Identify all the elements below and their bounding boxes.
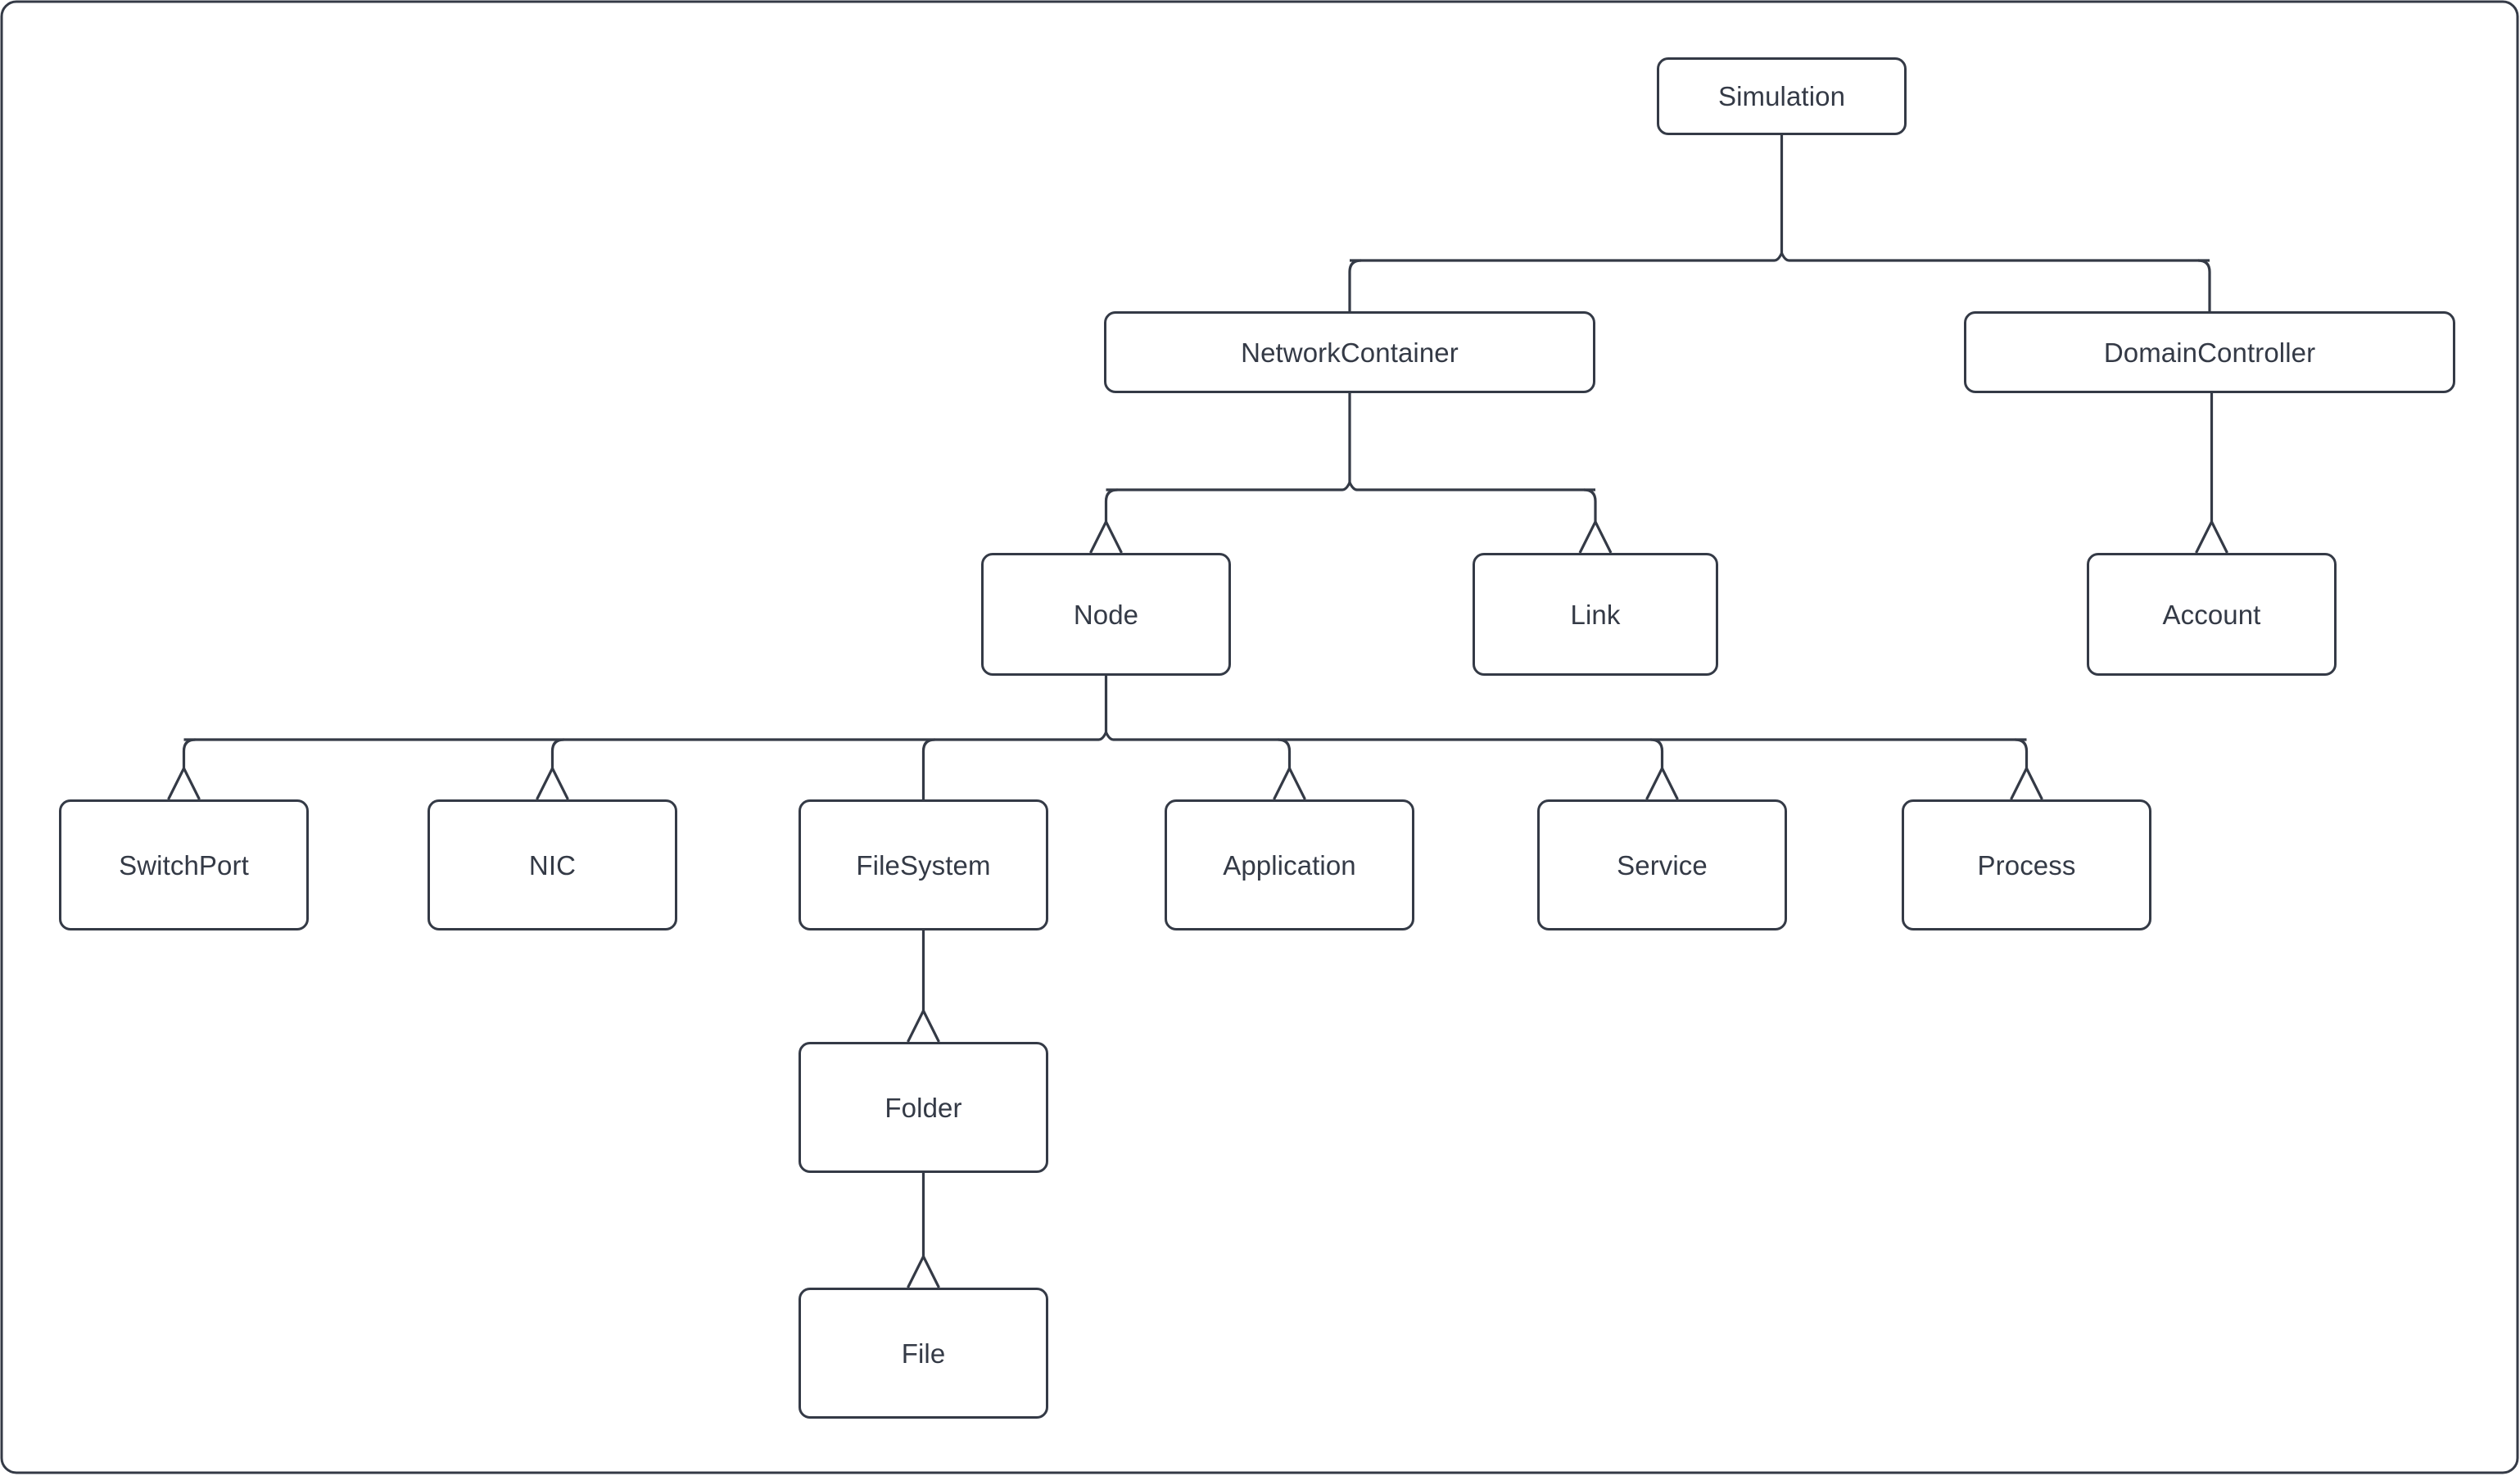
arrowhead-node xyxy=(1089,518,1123,554)
class-box-process[interactable]: Process xyxy=(1902,799,2151,930)
class-box-label: DomainController xyxy=(2103,337,2316,368)
arrowhead-service xyxy=(1645,765,1679,800)
class-box-filesystem[interactable]: FileSystem xyxy=(799,799,1048,930)
arrowhead-switchport xyxy=(167,765,201,800)
class-box-networkcontainer[interactable]: NetworkContainer xyxy=(1104,311,1595,393)
edge-node-filesystem xyxy=(921,738,935,799)
arrowhead-application xyxy=(1273,765,1306,800)
class-box-label: Node xyxy=(1073,599,1139,630)
edge-bus-simulation xyxy=(1350,251,2210,262)
class-box-nic[interactable]: NIC xyxy=(428,799,677,930)
class-box-label: File xyxy=(901,1338,946,1369)
edge-bus-networkcontainer xyxy=(1106,481,1595,491)
arrowhead-file xyxy=(907,1253,940,1288)
arrowhead-process xyxy=(2010,765,2043,800)
class-box-label: Link xyxy=(1570,599,1621,630)
class-box-file[interactable]: File xyxy=(799,1288,1048,1419)
class-box-simulation[interactable]: Simulation xyxy=(1657,57,1907,135)
edge-node-process xyxy=(2015,738,2029,768)
class-box-node[interactable]: Node xyxy=(981,553,1231,676)
class-box-label: FileSystem xyxy=(856,849,991,881)
class-box-label: Folder xyxy=(884,1092,962,1123)
class-box-account[interactable]: Account xyxy=(2087,553,2337,676)
class-box-label: Simulation xyxy=(1717,81,1846,111)
class-box-application[interactable]: Application xyxy=(1165,799,1414,930)
edge-simulation-networkcontainer xyxy=(1348,259,1362,311)
arrowhead-folder xyxy=(907,1007,940,1043)
edge-node-nic xyxy=(550,738,564,768)
class-box-label: NIC xyxy=(528,849,577,881)
class-box-service[interactable]: Service xyxy=(1537,799,1787,930)
class-box-link[interactable]: Link xyxy=(1473,553,1718,676)
class-box-label: Service xyxy=(1617,849,1708,881)
class-box-label: Application xyxy=(1223,849,1356,881)
class-box-folder[interactable]: Folder xyxy=(799,1042,1048,1173)
edge-simulation-domaincontroller xyxy=(2197,259,2211,311)
edge-node-switchport xyxy=(182,738,196,768)
class-box-label: SwitchPort xyxy=(119,849,249,881)
edge-networkcontainer-link xyxy=(1583,488,1597,522)
class-box-label: Account xyxy=(2162,599,2261,630)
arrowhead-nic xyxy=(536,765,569,800)
edge-node-application xyxy=(1278,738,1292,768)
class-box-switchport[interactable]: SwitchPort xyxy=(59,799,309,930)
edge-bus-node xyxy=(183,731,2027,741)
arrowhead-link xyxy=(1578,518,1613,554)
edge-node-service xyxy=(1650,738,1664,768)
edge-networkcontainer-node xyxy=(1104,488,1118,522)
arrowhead-account xyxy=(2195,518,2228,554)
class-box-domaincontroller[interactable]: DomainController xyxy=(1964,311,2455,393)
class-box-label: Process xyxy=(1977,849,2076,881)
class-box-label: NetworkContainer xyxy=(1241,337,1459,368)
